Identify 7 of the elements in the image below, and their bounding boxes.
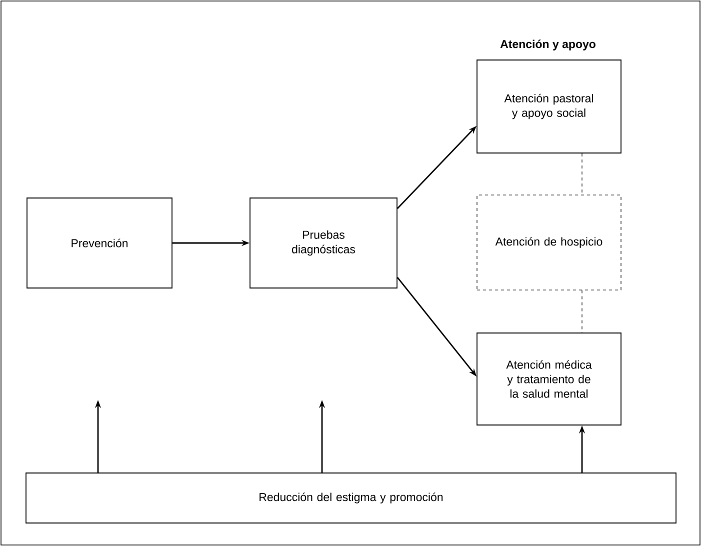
process-box: Atención médica y tratamiento de la salud mental <box>476 332 622 426</box>
banner-box: Reducción del estigma y promoción <box>26 472 676 524</box>
process-box: Atención pastoral y apoyo social <box>476 60 622 154</box>
process-box: Prevención <box>26 198 172 288</box>
group-heading: Atención y apoyo <box>500 40 596 50</box>
dashed-box: Atención de hospicio <box>476 194 622 290</box>
process-box: Pruebas diagnósticas <box>250 198 398 288</box>
